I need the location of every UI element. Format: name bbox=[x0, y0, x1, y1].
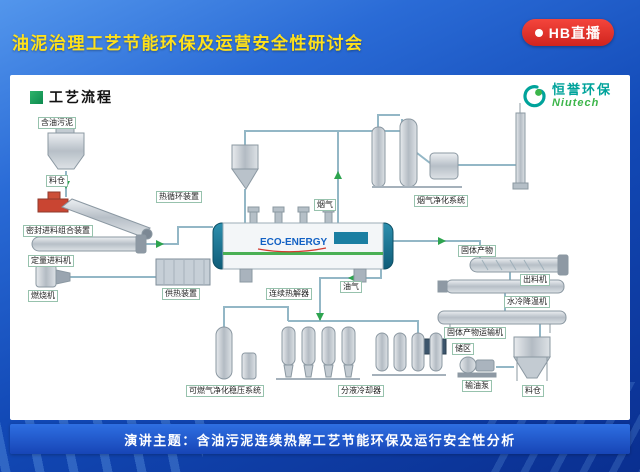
label-oil-pump: 输油泵 bbox=[462, 380, 492, 392]
label-sealed-feeding-unit: 密封进料组合装置 bbox=[23, 225, 93, 237]
sealed-feeder-shape bbox=[37, 191, 69, 213]
slide-panel: 工艺流程 恒誉环保 Niutech bbox=[10, 75, 630, 420]
separation-cooler-towers bbox=[276, 326, 360, 380]
label-heating-unit: 供热装置 bbox=[162, 288, 200, 300]
heat-circulation-shape bbox=[231, 144, 259, 190]
label-solid-product-conveyor: 固体产物运输机 bbox=[444, 327, 506, 339]
label-flue-gas: 烟气 bbox=[314, 199, 336, 211]
company-logo: 恒誉环保 Niutech bbox=[523, 82, 612, 110]
section-title: 工艺流程 bbox=[49, 89, 113, 105]
quantitative-feeder-shape bbox=[31, 234, 147, 254]
label-solid-product: 固体产物 bbox=[458, 245, 496, 257]
reactor-shape: ECO-ENERGY bbox=[212, 206, 394, 283]
heating-unit-shape bbox=[155, 258, 211, 286]
page-title: 油泥治理工艺节能环保及运营安全性研讨会 bbox=[12, 34, 364, 53]
live-badge: HB直播 bbox=[521, 19, 614, 46]
footer-topic-bar: 演讲主题：含油污泥连续热解工艺节能环保及运行安全性分析 bbox=[10, 424, 630, 454]
discharge-machine-shape bbox=[469, 254, 569, 276]
reactor-brand-text: ECO-ENERGY bbox=[260, 237, 328, 248]
label-liquid-separation-cooler: 分液冷却器 bbox=[338, 385, 384, 397]
purification-towers-shape bbox=[371, 118, 462, 188]
gas-column-shape bbox=[215, 326, 257, 380]
label-burner: 燃烧机 bbox=[28, 290, 58, 302]
process-flow-diagram: ECO-ENERGY bbox=[31, 103, 569, 381]
label-water-cooling-machine: 水冷降温机 bbox=[504, 296, 550, 308]
oil-pump-shape bbox=[457, 356, 497, 378]
burner-shape bbox=[35, 264, 71, 288]
niutech-logo-icon bbox=[523, 85, 546, 108]
label-storage-area: 储区 bbox=[452, 343, 474, 355]
feed-silo-shape bbox=[47, 126, 85, 170]
footer-topic-text: 演讲主题：含油污泥连续热解工艺节能环保及运行安全性分析 bbox=[124, 432, 516, 448]
label-oily-sludge: 含油污泥 bbox=[38, 117, 76, 129]
label-product-silo: 料仓 bbox=[522, 385, 544, 397]
live-dot-icon bbox=[534, 28, 543, 37]
chimney-shape bbox=[512, 103, 529, 190]
label-continuous-pyrolyzer: 连续热解器 bbox=[266, 288, 312, 300]
label-feed-silo: 料仓 bbox=[46, 175, 68, 187]
label-combustible-gas-purification-system: 可燃气净化稳压系统 bbox=[186, 385, 264, 397]
label-discharge-machine: 出料机 bbox=[520, 274, 550, 286]
live-badge-label: HB直播 bbox=[548, 24, 601, 41]
label-flue-gas-purification-system: 烟气净化系统 bbox=[414, 195, 468, 207]
label-heat-circulation-unit: 热循环装置 bbox=[156, 191, 202, 203]
label-quantitative-feeder: 定量进料机 bbox=[28, 255, 74, 267]
capsule-towers-shape bbox=[372, 332, 446, 376]
section-marker-icon bbox=[30, 90, 43, 104]
label-oil-gas: 油气 bbox=[340, 281, 362, 293]
logo-subname: Niutech bbox=[551, 97, 600, 110]
product-silo-shape bbox=[513, 336, 551, 381]
section-header: 工艺流程 bbox=[30, 87, 113, 107]
product-conveyor-shape bbox=[437, 310, 567, 333]
logo-name: 恒誉环保 bbox=[551, 82, 612, 97]
